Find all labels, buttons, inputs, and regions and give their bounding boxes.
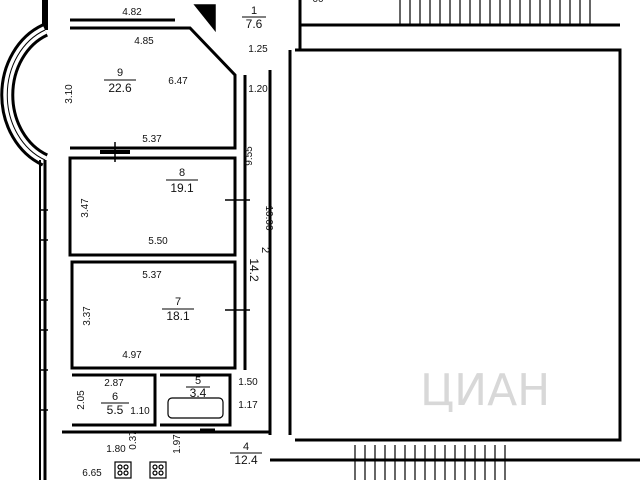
dim-205: 2.05 [76,390,87,410]
room-8-area: 19.1 [170,181,194,195]
room-9-number: 9 [117,67,123,79]
dim-955: 9.55 [244,146,255,166]
interior-walls [62,0,640,462]
dim-037: 0.37 [128,430,139,450]
room-4-area: 12.4 [234,453,258,467]
bathtub [167,397,224,419]
room-labels: 9 22.6 8 19.1 7 18.1 6 5.5 5 3.4 4 12.4 … [101,5,271,467]
room-9-area: 22.6 [108,81,132,95]
room-4-number: 4 [243,441,249,453]
dim-497: 4.97 [122,350,142,361]
dim-top: 00 [312,0,324,5]
watermark-text: ЦИАН [420,365,550,416]
room-2-area: 14.2 [247,258,261,282]
stairs-bottom [354,445,506,480]
room-1-number: 1 [251,5,257,17]
dim-120: 1.20 [248,84,268,95]
dim-117: 1.17 [238,400,258,411]
dim-537a: 5.37 [142,134,162,145]
dim-347: 3.47 [80,198,91,218]
dim-125: 1.25 [248,44,268,55]
dimension-labels: 4.82 4.85 6.47 5.37 1.25 1.20 5.50 5.37 … [64,0,324,479]
dim-537b: 5.37 [142,270,162,281]
dim-482: 4.82 [122,7,142,18]
room-5-number: 5 [195,375,201,387]
dim-647: 6.47 [168,76,188,87]
dim-1000: 10.00 [263,205,274,230]
dim-287: 2.87 [104,378,124,389]
room-1-area: 7.6 [246,17,263,31]
door-marks [100,4,250,432]
dim-550: 5.50 [148,236,168,247]
stove-burners [114,461,167,479]
dim-485: 4.85 [134,36,154,47]
room-8-number: 8 [179,167,185,179]
dim-197: 1.97 [172,434,183,454]
dim-337: 3.37 [82,306,93,326]
room-6-number: 6 [112,391,118,403]
dim-150: 1.50 [238,377,258,388]
exterior-walls [0,0,49,480]
dim-110: 1.10 [130,406,150,417]
room-7-area: 18.1 [166,309,190,323]
dim-310: 3.10 [64,84,75,104]
dim-180: 1.80 [106,444,126,455]
room-2-number: 2 [259,247,271,253]
room-5-area: 3.4 [190,386,207,400]
room-7-number: 7 [175,296,181,308]
room-6-area: 5.5 [107,403,124,417]
watermark: ЦИАН [420,365,550,416]
dim-665: 6.65 [82,468,102,479]
stairs-top [399,0,591,25]
